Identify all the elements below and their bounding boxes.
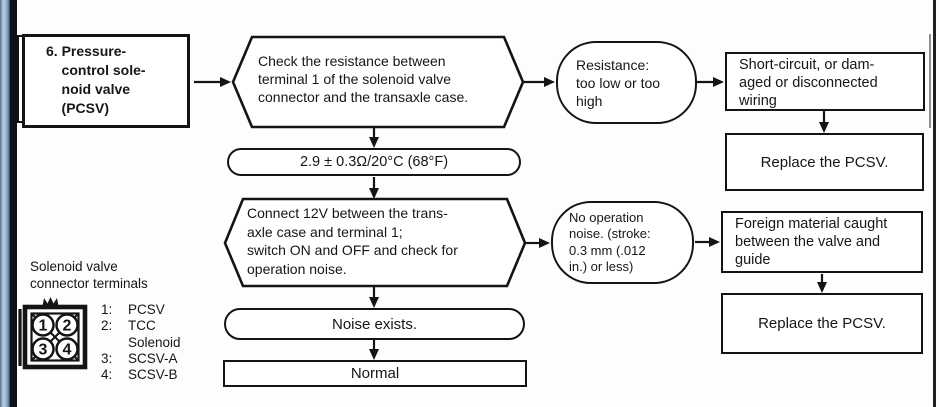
legend-pin [101,335,128,351]
connector-legend: 1: PCSV 2: TCC Solenoid 3: SCSV-A 4: SCS… [101,302,181,383]
legend-row: 1: PCSV [101,302,181,318]
connector-pin-4: 4 [63,342,72,359]
window-edge-strip [0,0,10,407]
connector-pin-1: 1 [39,318,48,335]
test1-label: Check the resistance between terminal 1 … [258,53,469,105]
pass2-stadium: Noise exists. [224,308,525,340]
connector-pin-3: 3 [39,342,48,359]
left-bracket [17,35,24,123]
final-box: Normal [223,360,527,387]
cause1-box: Short-circuit, or dam- aged or disconnec… [725,52,925,111]
legend-name: TCC [128,318,156,334]
legend-pin: 2: [101,318,113,334]
window-dark-bar [10,0,17,407]
legend-row: 2: TCC [101,318,181,334]
legend-name: SCSV-A [128,350,178,366]
connector-pin-2: 2 [63,318,72,335]
component-box [22,34,190,128]
legend-row: Solenoid [101,335,181,351]
legend-name: SCSV-B [128,367,178,383]
test2-label: Connect 12V between the trans- axle case… [247,205,458,277]
action1-box: Replace the PCSV. [725,133,924,191]
result1-capsule: Resistance: too low or too high [556,41,697,124]
spec1-stadium: 2.9 ± 0.3Ω/20°C (68°F) [227,148,521,176]
action2-box: Replace the PCSV. [721,293,923,354]
legend-pin: 1: [101,302,113,317]
legend-pin: 4: [101,367,113,383]
component-box-label: 6. Pressure- control sole- noid valve (P… [46,43,146,116]
connector-diagram: 1 2 3 4 [18,297,88,370]
result2-capsule: No operation noise. (stroke: 0.3 mm (.01… [551,201,694,284]
legend-row: 3: SCSV-A [101,351,181,367]
legend-pin: 3: [101,350,113,366]
legend-name: Solenoid [128,334,181,350]
scan-artifact-line [929,34,931,128]
legend-name: PCSV [128,302,165,317]
page-right-border [933,0,936,407]
legend-row: 4: SCSV-B [101,367,181,383]
connector-terminal-holes [31,313,79,361]
cause2-box: Foreign material caught between the valv… [721,211,923,273]
flow-arrows [194,77,829,360]
connector-caption: Solenoid valve connector terminals [30,259,148,291]
